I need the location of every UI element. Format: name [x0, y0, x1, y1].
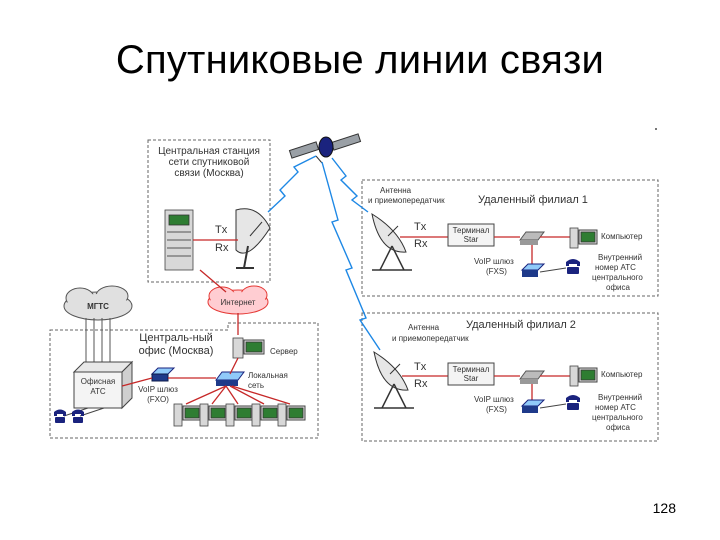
computer-icon: [251, 403, 280, 427]
branch-1-terminal-line-1: Терминал: [453, 226, 490, 235]
branch-1-title: Удаленный филиал 1: [478, 194, 588, 206]
branch-2-tx-label: Tx: [414, 361, 427, 373]
office-pbx-box: Офисная АТС: [72, 360, 134, 410]
branch-1-voip-line-2: (FXS): [486, 267, 507, 276]
slide-title: Спутниковые линии связи: [115, 38, 605, 82]
branch-1-voip-fxs-gateway-icon: [520, 263, 546, 277]
branch-1-ext-line-3: центрального: [592, 273, 643, 282]
branch-2-voip-line-2: (FXS): [486, 405, 507, 414]
central-station-line-2: сети спутниковой: [169, 157, 250, 168]
central-office-frame: [49, 322, 319, 439]
branch-1-terminal: Терминал Star: [447, 223, 495, 247]
branch-2-ext-line-3: центрального: [592, 413, 643, 422]
computer-icon: [173, 403, 202, 427]
branch-1-dish-icon: [371, 212, 412, 271]
voip-fxo-line-1: VoIP шлюз: [138, 385, 178, 394]
branch-2-ext-line-4: офиса: [606, 423, 631, 432]
branch-2-router-icon: [519, 370, 545, 384]
branch-1-antenna-line-2: и приемопередатчик: [368, 196, 445, 205]
page-number: 128: [652, 500, 676, 516]
branch-1-terminal-line-2: Star: [464, 235, 479, 244]
link-satellite-branch-1: [331, 157, 369, 213]
link-hub-satellite: [267, 155, 317, 213]
office-pbx-line-2: АТС: [90, 387, 106, 396]
branch-2-voip-line-1: VoIP шлюз: [474, 395, 514, 404]
mgts-cloud: МГТС: [63, 285, 133, 321]
hub-rx-label: Rx: [215, 242, 229, 254]
branch-1-voip-line-1: VoIP шлюз: [474, 257, 514, 266]
voip-fxo-line-2: (FXO): [147, 395, 169, 404]
lan-workstations: [173, 385, 306, 427]
server-icon: [232, 337, 265, 359]
branch-1-tx-label: Tx: [414, 221, 427, 233]
mgts-label: МГТС: [87, 302, 109, 311]
phone-icon: [566, 395, 580, 410]
branch-2-computer-label: Компьютер: [601, 370, 643, 379]
satellite-icon: [288, 133, 362, 164]
internet-label: Интернет: [221, 298, 256, 307]
phone-icon: [566, 259, 580, 274]
internet-cloud: Интернет: [207, 285, 269, 315]
branch-1-ext-line-2: номер АТС: [595, 263, 636, 272]
central-station-line-1: Центральная станция: [158, 146, 260, 157]
computer-icon: [569, 227, 598, 249]
branch-2-terminal-line-2: Star: [464, 374, 479, 383]
link-satellite-branch-2: [321, 161, 381, 351]
branch-1-rx-label: Rx: [414, 238, 428, 250]
server-label: Сервер: [270, 347, 298, 356]
central-station-caption: Центральная станция сети спутниковой свя…: [158, 146, 260, 179]
voip-fxo-gateway-icon: [150, 367, 176, 382]
branch-2-voip-fxs-gateway-icon: [520, 399, 546, 413]
branch-2-antenna-line-1: Антенна: [408, 323, 440, 332]
branch-2-terminal: Терминал Star: [447, 362, 495, 386]
branch-2-antenna-line-2: и приемопередатчик: [392, 334, 469, 343]
branch-1-computer-label: Компьютер: [601, 232, 643, 241]
branch-2-frame: [361, 312, 659, 442]
branch-2-title: Удаленный филиал 2: [466, 319, 576, 331]
branch-2-ext-line-2: номер АТС: [595, 403, 636, 412]
hub-tx-label: Tx: [215, 224, 228, 236]
computer-icon: [569, 365, 598, 387]
hub-rack-icon: [164, 209, 194, 271]
branch-2-ext-line-1: Внутренний: [598, 393, 642, 402]
branch-1-frame: [361, 179, 659, 297]
central-station-line-3: связи (Москва): [174, 168, 243, 179]
phone-icon: [72, 409, 84, 423]
lan-line-1: Локальная: [248, 371, 288, 380]
branch-2-terminal-line-1: Терминал: [453, 365, 490, 374]
central-office-line-1: Централь-ный: [139, 332, 213, 344]
branch-1-ext-line-4: офиса: [606, 283, 631, 292]
office-pbx-line-1: Офисная: [81, 377, 115, 386]
lan-switch-icon: [215, 371, 245, 386]
branch-1-antenna-line-1: Антенна: [380, 186, 412, 195]
computer-icon: [277, 403, 306, 427]
branch-2-rx-label: Rx: [414, 378, 428, 390]
computer-icon: [225, 403, 254, 427]
branch-2-dish-icon: [373, 350, 414, 409]
central-office-line-2: офис (Москва): [139, 345, 214, 357]
phone-icon: [54, 409, 66, 423]
branch-1-ext-line-1: Внутренний: [598, 253, 642, 262]
computer-icon: [199, 403, 228, 427]
branch-1-router-icon: [519, 231, 545, 245]
lan-line-2: сеть: [248, 381, 264, 390]
hub-dish-icon: [235, 208, 271, 269]
